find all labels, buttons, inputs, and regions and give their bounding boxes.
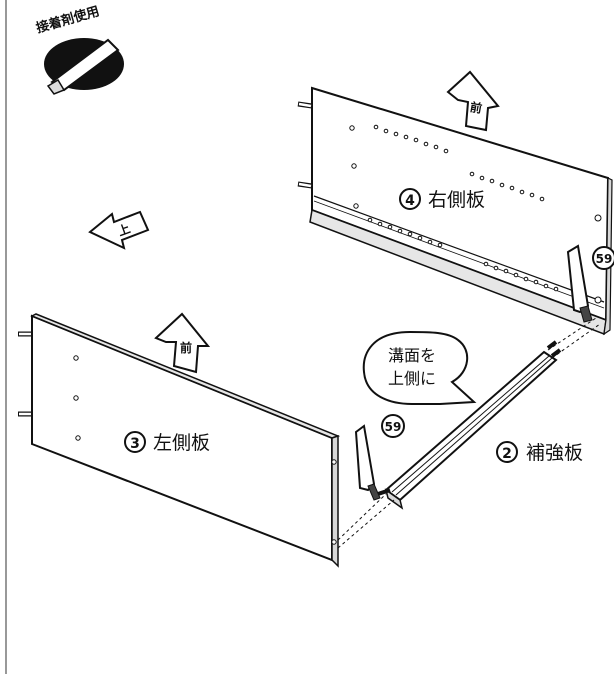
callout-line-1: 溝面を <box>388 346 436 365</box>
callout-line-2: 上側に <box>388 369 436 388</box>
part-number: 2 <box>502 446 512 462</box>
fastener-number-badge <box>592 246 614 270</box>
front-arrow-right-panel: 前 <box>446 70 500 132</box>
part-name: 左側板 <box>153 432 210 454</box>
front-arrow-label: 前 <box>180 340 192 355</box>
reinforcement-board-label: 2 補強板 <box>496 441 583 464</box>
up-arrow-label: 上 <box>116 220 132 238</box>
front-arrow-left-panel: 前 <box>154 312 211 374</box>
fastener-number: 59 <box>596 252 613 266</box>
up-arrow: 上 <box>88 210 150 250</box>
part-number-badge <box>124 431 146 453</box>
glue-badge-label: 接着剤使用 <box>34 3 101 36</box>
fastener-number-badge <box>381 414 405 438</box>
part-number: 4 <box>405 193 415 209</box>
part-name: 右側板 <box>428 189 485 211</box>
left-side-panel: 3 左側板 <box>18 313 341 568</box>
assembly-guide-lines <box>337 317 601 549</box>
right-side-panel: 4 右側板 <box>297 86 613 336</box>
reinforcement-board <box>377 340 562 510</box>
fastener-number: 59 <box>385 420 402 434</box>
front-arrow-label: 前 <box>469 99 483 116</box>
dowel-pin-icon <box>354 424 376 492</box>
part-number-badge <box>496 441 518 463</box>
fastener-right: 59 <box>566 244 614 323</box>
part-number: 3 <box>130 436 140 452</box>
part-number-badge <box>399 188 421 210</box>
glue-badge: 接着剤使用 <box>34 3 124 95</box>
part-name: 補強板 <box>526 442 583 464</box>
callout-bubble: 溝面を 上側に <box>362 330 477 405</box>
fastener-left: 59 <box>354 414 405 501</box>
